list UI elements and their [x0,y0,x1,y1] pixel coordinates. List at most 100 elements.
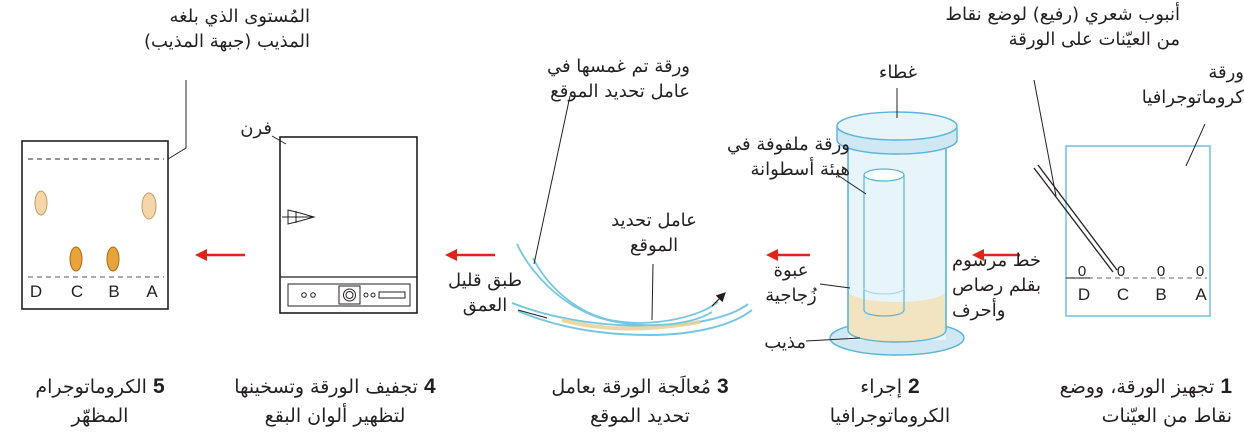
capillary-tube [1033,164,1118,273]
solvent-label-text: مذيب [764,332,806,353]
lid-label-text: غطاء [878,62,918,83]
arrow-step2-to-step3 [766,249,810,261]
locating-agent-label-line-1: عامل تحديد [611,210,697,231]
sample-spot-b: 0 [1157,263,1165,280]
jar-label-line-2: زُجاجية [765,285,817,306]
developed-letter-b: B [108,282,119,301]
caption-step-2-text-1: إجراء [860,376,902,398]
caption-step-1-number: 1 [1220,375,1232,398]
shallow-dish-label-line-1: طبق قليل [447,270,523,291]
capillary-label: أنبوب شعري (رفيع) لوضع نقاط من العيّنات … [880,2,1180,52]
sample-letter-d: D [1078,285,1090,304]
dipped-paper-label-line-2: عامل تحديد الموقع [550,81,690,102]
dish-leader [517,309,548,319]
caption-step-3: 3 مُعالَجة الورقة بعامل تحديد الموقع [520,372,760,431]
jar-label-line-1: عبوة [773,260,809,281]
capillary-label-line-1: أنبوب شعري (رفيع) لوضع نقاط [945,4,1180,25]
pencil-line-label: خط مرسوم بقلم رصاص وأحرف [952,248,1062,323]
locating-agent-drip [711,292,726,307]
oven-label: فرن [222,116,272,141]
arrow-step3-to-step4 [445,249,495,261]
caption-step-5-line-2: المظهّر [71,405,129,427]
sample-spot-d: 0 [1078,263,1086,280]
oven-control-panel [287,283,411,307]
developed-letter-a: A [146,282,158,301]
lid-label: غطاء [850,60,946,85]
caption-step-5-line-1: 5 الكروماتوجرام [10,372,190,402]
paper-leader [1185,123,1206,167]
sample-letter-a: A [1195,285,1207,304]
jar-leader [819,283,851,289]
dipped-paper-label: ورقة تم غمسها في عامل تحديد الموقع [500,54,690,104]
paper-label-line-1: ورقة [1208,62,1244,83]
caption-step-2-line-1: 2 إجراء [800,372,980,402]
capillary-label-line-2: من العيّنات على الورقة [1008,29,1180,50]
solvent-front-label-line-1: المُستوى الذي بلغه [169,6,310,27]
caption-step-2-number: 2 [908,375,920,398]
oven [279,136,418,314]
dipped-paper-leader [533,95,571,265]
pencil-line-label-line-2: بقلم رصاص [952,275,1041,296]
shallow-dish [511,302,753,337]
caption-step-5: 5 الكروماتوجرام المظهّر [10,372,190,431]
caption-step-1-line-2: نقاط من العيّنات [1101,405,1232,427]
developed-spot-b [106,246,120,272]
pencil-line-label-line-3: وأحرف [952,300,1006,321]
locating-agent-label: عامل تحديد الموقع [594,208,714,258]
solvent-front-label-line-2: المذيب (جبهة المذيب) [143,31,310,52]
solvent-front-leader [167,80,187,160]
caption-step-2-line-2: الكروماتوجرافيا [829,405,951,427]
caption-step-3-number: 3 [716,375,729,398]
sample-spot-a: 0 [1196,263,1204,280]
solvent-front-label: المُستوى الذي بلغه المذيب (جبهة المذيب) [60,4,310,54]
arrow-step4-to-step5 [195,249,245,261]
jar-label: عبوة زُجاجية [756,258,826,308]
oven-label-text: فرن [240,118,272,139]
caption-step-4-line-1: 4 تجفيف الورقة وتسخينها [215,372,455,402]
caption-step-5-text-1: الكروماتوجرام [35,376,147,398]
developed-letter-d: D [30,282,42,301]
caption-step-4-number: 4 [424,375,436,398]
pencil-line-label-line-1: خط مرسوم [952,250,1042,271]
oven-leader [271,135,287,145]
chromatogram-paper: D C B A [21,140,169,310]
shallow-dish-label: طبق قليل العمق [440,268,530,318]
caption-step-1-text-1: تجهيز الورقة، ووضع [1059,376,1215,398]
locating-agent-label-line-2: الموقع [629,235,679,256]
chromatography-paper: 0 0 0 0 D C B A [1065,145,1211,317]
rolled-paper-label-line-2: هيئة أسطوانة [750,159,850,180]
shallow-dish-label-line-2: العمق [462,295,508,316]
solvent-label: مذيب [744,330,806,355]
dipped-paper-strip [516,243,719,326]
caption-step-4: 4 تجفيف الورقة وتسخينها لتظهير ألوان الب… [215,372,455,431]
caption-step-2: 2 إجراء الكروماتوجرافيا [800,372,980,431]
caption-step-1: 1 تجهيز الورقة، ووضع نقاط من العيّنات [1010,372,1232,431]
arrow-step1-to-step2 [972,249,1020,261]
oven-door-handle [282,209,316,225]
caption-step-3-text-1: مُعالَجة الورقة بعامل [551,376,711,398]
sample-spot-c: 0 [1117,263,1125,280]
paper-label: ورقة كروماتوجرافيا [1140,60,1244,110]
sample-letter-b: B [1155,285,1166,304]
caption-step-3-line-1: 3 مُعالَجة الورقة بعامل [520,372,760,402]
developed-letter-c: C [71,282,83,301]
paper-label-line-2: كروماتوجرافيا [1141,87,1244,108]
locating-agent-leader [651,263,654,321]
caption-step-1-line-1: 1 تجهيز الورقة، ووضع [1010,372,1232,402]
rolled-paper-label: ورقة ملفوفة في هيئة أسطوانة [700,132,850,182]
sample-letter-c: C [1117,285,1129,304]
chromatography-tank [829,111,965,356]
developed-spot-d [34,190,48,216]
solvent-leader [805,337,861,342]
caption-step-5-number: 5 [152,375,165,398]
rolled-paper-label-line-1: ورقة ملفوفة في [727,134,850,155]
caption-step-4-text-1: تجفيف الورقة وتسخينها [234,376,418,398]
developed-spot-c [69,246,83,272]
dipped-paper-label-line-1: ورقة تم غمسها في [546,56,690,77]
rolled-paper-top [863,168,905,182]
rolled-paper-leader [835,173,867,195]
capillary-leader [1033,79,1057,197]
developed-spot-a [141,192,157,220]
caption-step-4-line-2: لتظهير ألوان البقع [264,405,406,427]
caption-step-3-line-2: تحديد الموقع [590,405,690,427]
